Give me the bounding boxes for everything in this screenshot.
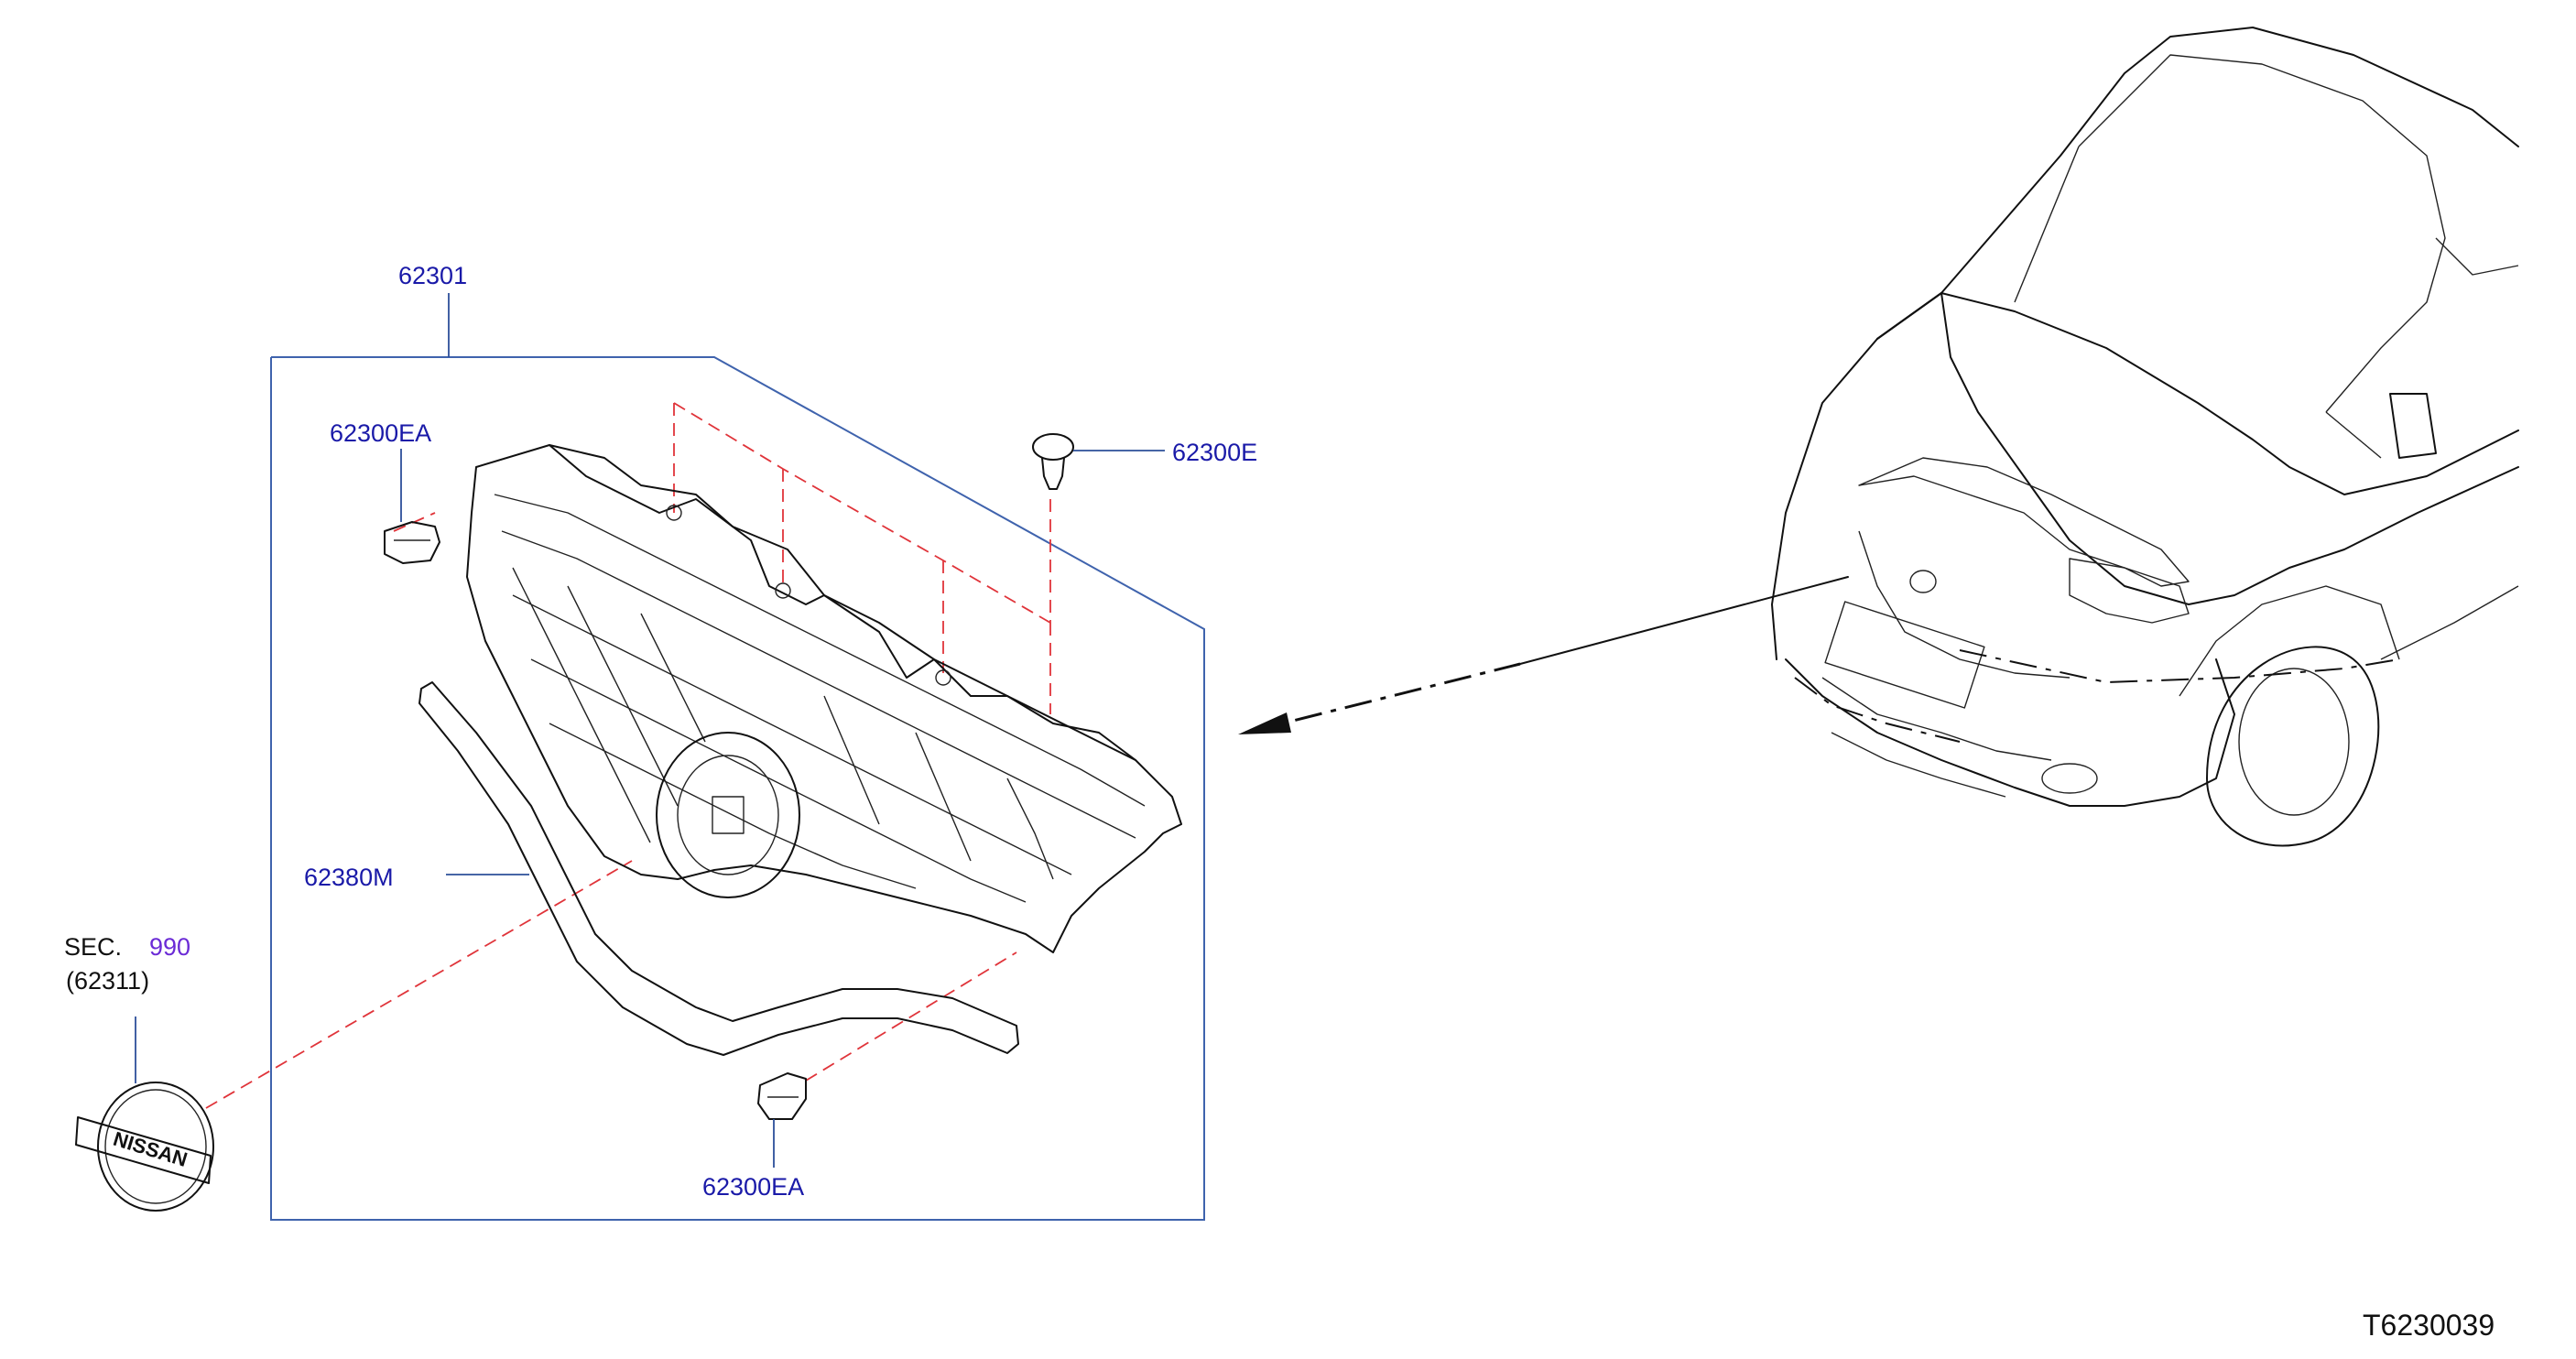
label-62380M: 62380M — [304, 864, 394, 891]
vehicle-outline — [1771, 27, 2519, 847]
clip-top-left — [384, 521, 440, 564]
location-arrow — [1238, 576, 1849, 734]
label-62300EA-bottom: 62300EA — [702, 1173, 804, 1201]
grille-molding — [418, 681, 1019, 1056]
drawing-code: T6230039 — [2363, 1309, 2494, 1342]
label-sec-prefix: SEC. — [64, 933, 122, 961]
emblem-lettering: NISSAN — [111, 1127, 190, 1171]
label-sec-number[interactable]: 990 — [149, 933, 190, 961]
alignment-lines — [205, 402, 1051, 1109]
label-62301: 62301 — [398, 262, 467, 289]
label-62300E: 62300E — [1172, 439, 1257, 466]
label-62300EA-top: 62300EA — [330, 419, 431, 447]
clip-bottom — [757, 1072, 807, 1120]
nissan-emblem: NISSAN — [75, 1082, 214, 1212]
clip-right — [1032, 433, 1074, 490]
grille-assembly — [466, 444, 1182, 953]
label-62311: (62311) — [66, 967, 149, 995]
assembly-frame — [270, 356, 1205, 1221]
